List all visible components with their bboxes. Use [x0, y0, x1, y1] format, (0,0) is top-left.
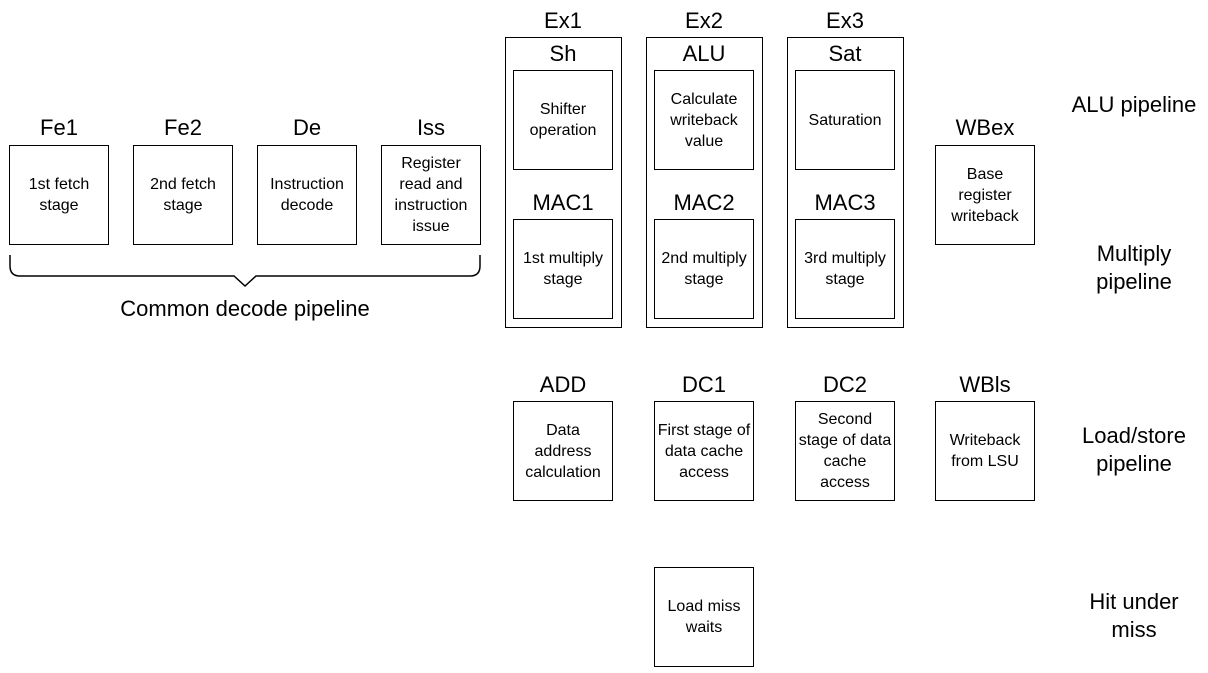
stage-box-add: Data address calculation [513, 401, 613, 501]
stage-box-mac3: 3rd multiply stage [795, 219, 895, 319]
side-label-multiply-pipeline: Multiply pipeline [1096, 241, 1172, 294]
frame-ex2 [646, 37, 763, 328]
side-label-alu-pipeline: ALU pipeline [1071, 92, 1197, 117]
stage-label-alu: ALU [682, 41, 726, 66]
column-label-ex2: Ex2 [685, 8, 723, 33]
stage-box-load-miss: Load miss waits [654, 567, 754, 667]
stage-label-add: ADD [539, 372, 587, 397]
column-label-ex3: Ex3 [826, 8, 864, 33]
frame-ex1 [505, 37, 622, 328]
stage-box-iss: Register read and instruction issue [381, 145, 481, 245]
stage-box-dc2: Second stage of data cache access [795, 401, 895, 501]
stage-box-mac1: 1st multiply stage [513, 219, 613, 319]
stage-box-sat: Saturation [795, 70, 895, 170]
stage-label-wbls: WBls [959, 372, 1011, 397]
stage-box-de: Instruction decode [257, 145, 357, 245]
side-label-hit-under-miss: Hit under miss [1089, 589, 1179, 642]
stage-box-wbls: Writeback from LSU [935, 401, 1035, 501]
stage-box-alu: Calculate writeback value [654, 70, 754, 170]
stage-box-mac2: 2nd multiply stage [654, 219, 754, 319]
stage-label-sh: Sh [549, 41, 577, 66]
stage-label-sat: Sat [828, 41, 862, 66]
stage-label-fe2: Fe2 [164, 115, 202, 140]
stage-label-dc2: DC2 [822, 372, 867, 397]
stage-label-mac3: MAC3 [814, 190, 876, 215]
common-decode-label: Common decode pipeline [120, 296, 370, 321]
frame-ex3 [787, 37, 904, 328]
stage-label-mac2: MAC2 [673, 190, 735, 215]
stage-label-fe1: Fe1 [40, 115, 78, 140]
stage-box-dc1: First stage of data cache access [654, 401, 754, 501]
stage-label-de: De [292, 115, 322, 140]
stage-label-iss: Iss [416, 115, 446, 140]
column-label-ex1: Ex1 [544, 8, 582, 33]
stage-box-sh: Shifter operation [513, 70, 613, 170]
stage-box-wbex: Base register writeback [935, 145, 1035, 245]
stage-box-fe2: 2nd fetch stage [133, 145, 233, 245]
stage-label-wbex: WBex [955, 115, 1015, 140]
stage-box-fe1: 1st fetch stage [9, 145, 109, 245]
stage-label-mac1: MAC1 [532, 190, 594, 215]
side-label-loadstore-pipeline: Load/store pipeline [1082, 423, 1186, 476]
stage-label-dc1: DC1 [681, 372, 726, 397]
